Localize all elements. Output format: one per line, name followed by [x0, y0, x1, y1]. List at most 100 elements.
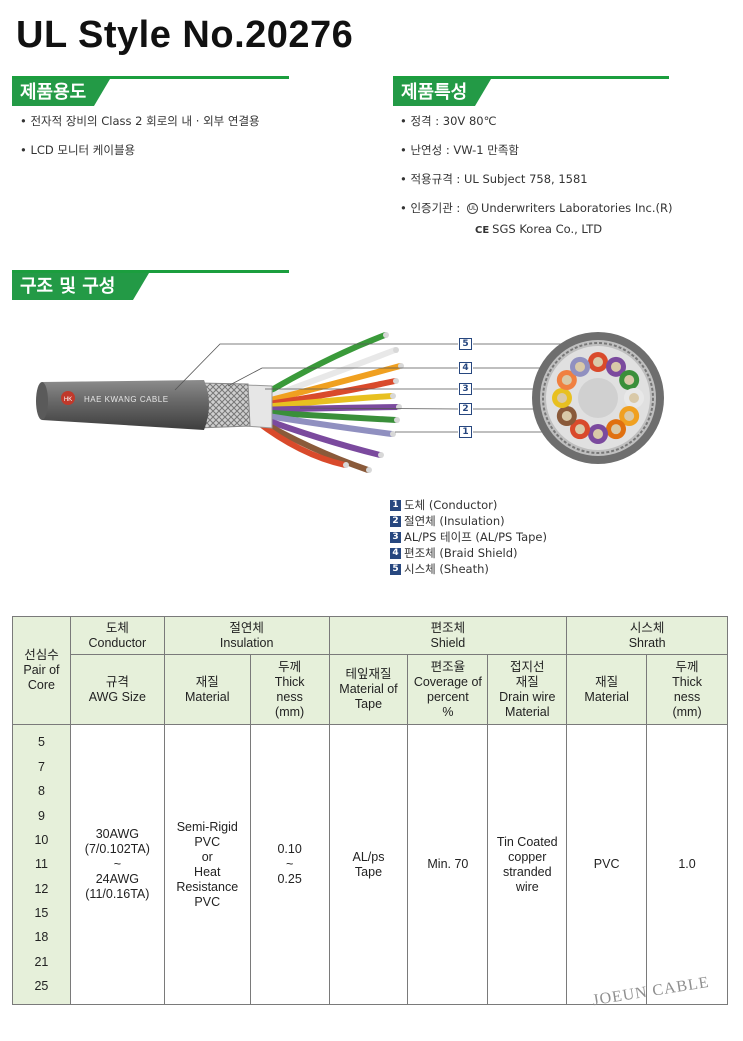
- legend-label: 도체 (Conductor): [404, 498, 498, 512]
- core-count-list: 5 7 8 9 10 11 12 15 18 21 25: [12, 724, 71, 1005]
- header-pair-of-core: 선심수 Pair of Core: [12, 616, 71, 725]
- callout-2: 2: [459, 403, 472, 415]
- structure-section-header: 구조 및 구성: [12, 270, 289, 300]
- core-count: 8: [37, 784, 45, 799]
- legend-label: 편조체 (Braid Shield): [404, 546, 518, 560]
- header-coverage: 편조율 Coverage of percent %: [407, 654, 489, 725]
- usage-section-header: 제품용도: [12, 76, 289, 106]
- core-conductor: [624, 411, 635, 421]
- cell-sheath-thickness: 1.0: [646, 724, 728, 1005]
- features-list: 정격 : 30V 80℃ 난연성 : VW-1 만족함 적용규격 : UL Su…: [400, 113, 672, 249]
- legend-number: 5: [390, 564, 401, 575]
- header-conductor: 도체 Conductor: [69, 616, 165, 655]
- core-insulation: [570, 356, 590, 377]
- core-insulation: [556, 406, 577, 426]
- cable-cross-section: [532, 332, 664, 464]
- core-count: 5: [37, 735, 45, 750]
- core-conductor: [557, 393, 567, 403]
- header-sheath-thickness: 두께 Thick ness (mm): [646, 654, 728, 725]
- cable-brand: HAE KWANG CABLE: [84, 395, 169, 404]
- usage-item: 전자적 장비의 Class 2 회로의 내 · 외부 연결용: [20, 113, 259, 129]
- core-conductor: [575, 424, 585, 435]
- header-shield: 편조체 Shield: [328, 616, 568, 655]
- cell-insulation-thickness: 0.10 ~ 0.25: [249, 724, 330, 1005]
- core-count: 7: [37, 759, 45, 774]
- legend-label: 시스체 (Sheath): [404, 562, 489, 576]
- header-insulation-thickness: 두께 Thick ness (mm): [249, 654, 330, 725]
- core-conductor: [593, 357, 603, 367]
- cell-drain-wire: Tin Coated copper stranded wire: [487, 724, 568, 1005]
- core-count: 25: [34, 979, 49, 994]
- header-insulation: 절연체 Insulation: [163, 616, 330, 655]
- header-sheath: 시스체 Shrath: [566, 616, 728, 655]
- core-count: 11: [34, 857, 48, 872]
- features-section-header: 제품특성: [393, 76, 669, 106]
- wires: [252, 332, 403, 473]
- cell-awg-size: 30AWG (7/0.102TA) ~ 24AWG (11/0.16TA): [69, 724, 165, 1005]
- callout-4: 4: [459, 362, 472, 374]
- core-conductor: [624, 375, 635, 385]
- core-conductor: [593, 429, 603, 439]
- feature-item: 적용규격 : UL Subject 758, 1581: [400, 171, 672, 187]
- legend-number: 3: [390, 532, 401, 543]
- header-sheath-material: 재질 Material: [566, 654, 648, 725]
- usage-list: 전자적 장비의 Class 2 회로의 내 · 외부 연결용 LCD 모니터 케…: [20, 113, 260, 171]
- core-insulation: [570, 419, 590, 440]
- core-conductor: [629, 393, 639, 403]
- cell-coverage: Min. 70: [407, 724, 489, 1005]
- features-heading: 제품특성: [393, 79, 491, 106]
- core-count: 15: [34, 906, 49, 921]
- cable-logo: HK: [64, 397, 72, 403]
- cell-sheath-material: PVC: [566, 724, 648, 1005]
- legend-label: AL/PS 테이프 (AL/PS Tape): [404, 530, 547, 544]
- cell-insulation-material: Semi-Rigid PVC or Heat Resistance PVC: [163, 724, 251, 1005]
- cert-ul: Underwriters Laboratories Inc.(R): [480, 201, 673, 215]
- core-count: 21: [34, 954, 49, 969]
- usage-heading: 제품용도: [12, 79, 110, 106]
- structure-heading: 구조 및 구성: [12, 273, 149, 300]
- core-insulation: [624, 388, 644, 408]
- cell-tape-material: AL/ps Tape: [328, 724, 409, 1005]
- ce-mark-icon: CE: [475, 225, 490, 236]
- core-conductor: [561, 411, 572, 421]
- page-title: UL Style No.20276: [16, 14, 354, 56]
- core-insulation: [606, 356, 626, 377]
- legend-number: 1: [390, 500, 401, 511]
- legend-label: 절연체 (Insulation): [404, 514, 505, 528]
- core-count: 18: [34, 930, 49, 945]
- core-conductor: [561, 375, 572, 385]
- core-insulation: [606, 419, 626, 440]
- cable-illustration: HK HAE KWANG CABLE: [36, 332, 664, 473]
- callout-1: 1: [459, 426, 472, 438]
- legend-number: 2: [390, 516, 401, 527]
- core-insulation: [588, 352, 608, 372]
- header-tape-material: 테잎재질 Material of Tape: [328, 654, 409, 725]
- core-conductor: [575, 361, 585, 372]
- core-insulation: [619, 406, 640, 426]
- callout-5: 5: [459, 338, 472, 350]
- header-awg-size: 규격 AWG Size: [69, 654, 165, 725]
- spec-table: 선심수 Pair of Core 도체 Conductor 절연체 Insula…: [12, 616, 728, 1005]
- feature-item: 정격 : 30V 80℃: [400, 113, 672, 129]
- core-conductor: [611, 424, 621, 435]
- header-insulation-material: 재질 Material: [163, 654, 251, 725]
- feature-item: 난연성 : VW-1 만족함: [400, 142, 672, 158]
- usage-item: LCD 모니터 케이블용: [20, 142, 260, 158]
- cert-label: 인증기관 :: [410, 201, 461, 215]
- legend-number: 4: [390, 548, 401, 559]
- core-insulation: [556, 370, 577, 390]
- callout-3: 3: [459, 383, 472, 395]
- core-count: 9: [37, 808, 45, 823]
- core-count: 12: [34, 881, 49, 896]
- core-insulation: [588, 424, 608, 444]
- core-count: 10: [34, 832, 49, 847]
- header-drain-wire: 접지선 재질 Drain wire Material: [487, 654, 568, 725]
